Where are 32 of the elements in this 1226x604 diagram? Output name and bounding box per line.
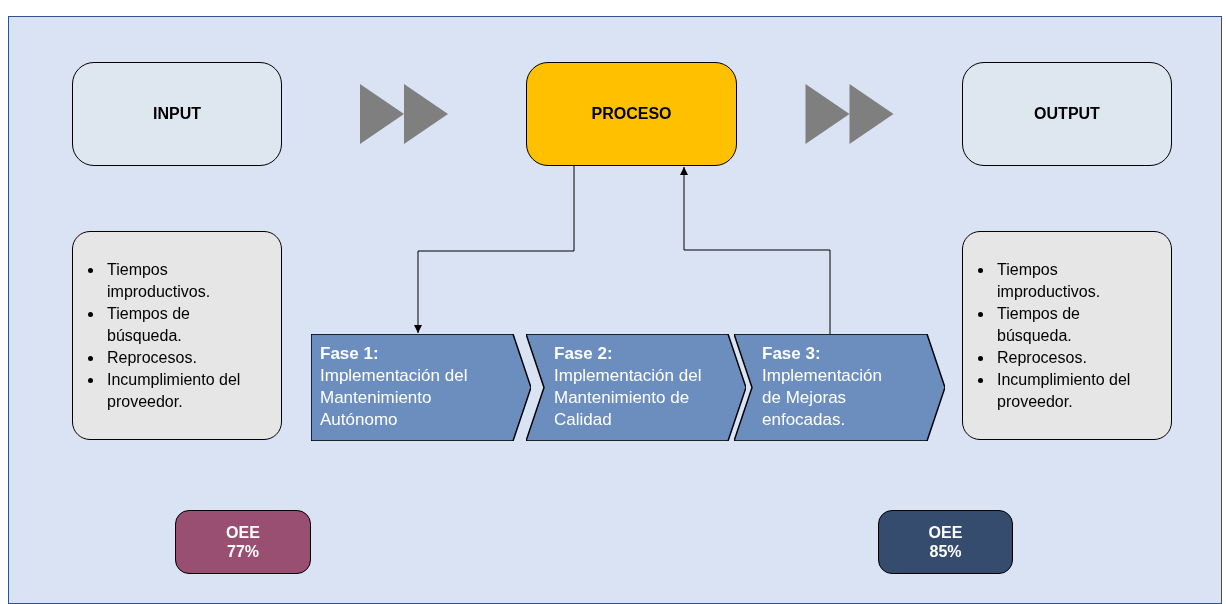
connector-arrow [414, 165, 575, 334]
double-chevron-arrow [360, 84, 448, 144]
stage-box [962, 62, 1172, 166]
phase-description: Implementación del Mantenimiento Autónomo [320, 365, 469, 431]
stage-title: PROCESO [591, 104, 672, 124]
phase-heading: Fase 3: [762, 343, 822, 365]
list-item: Incumplimiento del proveedor. [997, 370, 1132, 412]
phase-description: Implementación del Mantenimiento de Calidad [554, 365, 703, 431]
phase-heading: Fase 1: [320, 343, 380, 365]
list-item: Tiempos de búsqueda. [107, 304, 191, 346]
stage-box [526, 62, 737, 166]
metric-value: 85% [929, 542, 962, 561]
metric-box [175, 510, 311, 574]
list-item: Reprocesos. [997, 348, 1088, 368]
bullet-list-box [72, 231, 282, 440]
stage-title: INPUT [153, 104, 201, 124]
metric-value: 77% [227, 542, 259, 561]
list-item: Tiempos de búsqueda. [997, 304, 1081, 346]
list-item: Tiempos improductivos. [997, 260, 1102, 302]
list-item: Incumplimiento del proveedor. [107, 370, 242, 412]
bullet-list-box [962, 231, 1172, 440]
metric-label: OEE [928, 523, 963, 542]
metric-label: OEE [226, 523, 260, 542]
stage-title: OUTPUT [1034, 104, 1100, 124]
phase-heading: Fase 2: [554, 343, 614, 365]
connector-arrow [680, 166, 831, 335]
list-item: Reprocesos. [107, 348, 198, 368]
metric-box [878, 510, 1013, 574]
phase-description: Implementación de Mejoras enfocadas. [762, 365, 883, 431]
double-chevron-arrow [805, 84, 894, 144]
list-item: Tiempos improductivos. [107, 260, 212, 302]
stage-box [72, 62, 282, 166]
